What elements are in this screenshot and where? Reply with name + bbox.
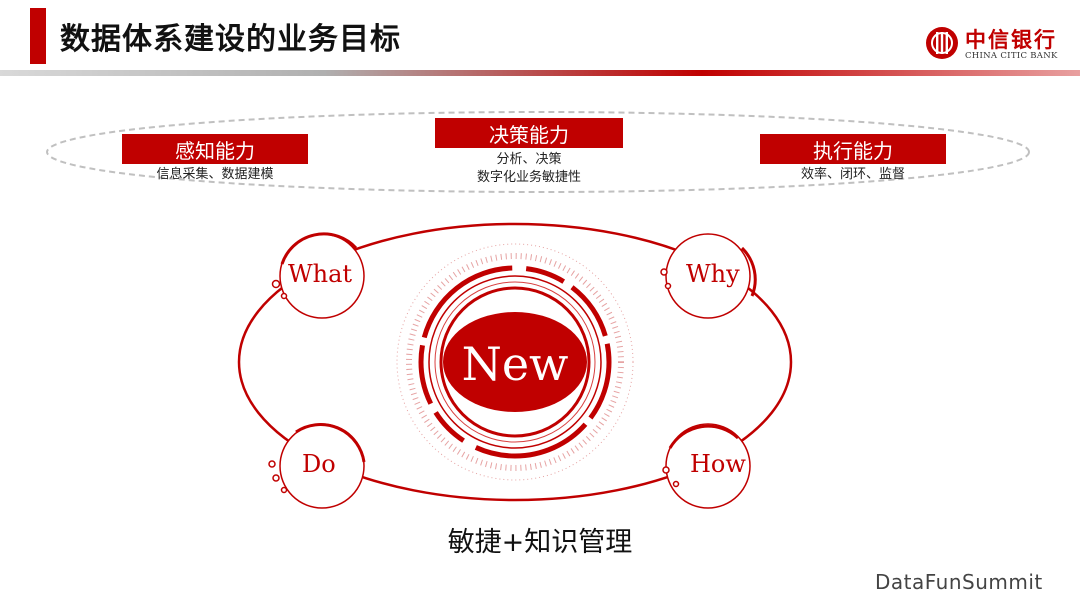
node-do-dot-1 bbox=[269, 461, 275, 467]
page-title: 数据体系建设的业务目标 bbox=[60, 14, 401, 58]
citic-logo-icon bbox=[925, 26, 959, 60]
center-label: New bbox=[440, 324, 590, 404]
capability-execution-desc: 效率、闭环、监督 bbox=[760, 166, 946, 184]
node-why-dot-1 bbox=[661, 269, 667, 275]
bottom-caption: 敏捷+知识管理 bbox=[400, 520, 680, 559]
node-do-label: Do bbox=[302, 450, 336, 478]
capability-decision-desc-1: 分析、决策 bbox=[435, 151, 623, 169]
watermark-text: DataFunSummit bbox=[875, 570, 1043, 594]
node-why-label: Why bbox=[686, 260, 740, 288]
bank-logo: 中信银行 CHINA CITIC BANK bbox=[925, 22, 1075, 66]
node-what-dot-1 bbox=[273, 281, 280, 288]
cycle-diagram: What Why Do How New bbox=[0, 200, 1080, 530]
node-what-dot-2 bbox=[282, 294, 287, 299]
node-why-dot-2 bbox=[666, 284, 671, 289]
node-what-label: What bbox=[288, 260, 352, 288]
capability-decision-desc-2: 数字化业务敏捷性 bbox=[435, 169, 623, 187]
header-divider bbox=[0, 70, 1080, 76]
node-how-dot-2 bbox=[674, 482, 679, 487]
bank-name-cn: 中信银行 bbox=[965, 24, 1057, 54]
capability-execution-title: 执行能力 bbox=[760, 134, 946, 164]
capability-perception-desc: 信息采集、数据建模 bbox=[122, 166, 308, 184]
bank-name-en: CHINA CITIC BANK bbox=[965, 51, 1058, 61]
node-how-dot-1 bbox=[663, 467, 669, 473]
title-accent-bar bbox=[30, 8, 46, 64]
node-how-label: How bbox=[690, 450, 746, 478]
node-do-dot-3 bbox=[282, 488, 287, 493]
capability-perception-title: 感知能力 bbox=[122, 134, 308, 164]
node-do-dot-2 bbox=[273, 475, 279, 481]
capability-decision-title: 决策能力 bbox=[435, 118, 623, 148]
